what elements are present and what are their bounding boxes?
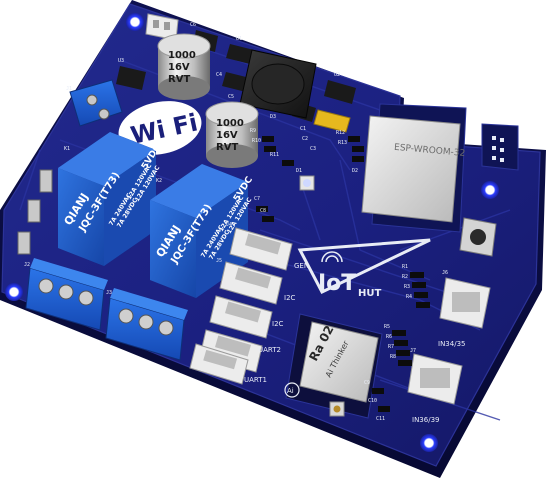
- connector-label: I2C: [272, 320, 284, 328]
- connector-label: UART1: [244, 376, 267, 384]
- reset-button: [459, 217, 497, 257]
- jst-connector: [219, 261, 283, 305]
- ref-label: J7: [410, 348, 416, 354]
- ref-label: R13: [338, 140, 347, 146]
- ref-label: R5: [384, 324, 390, 330]
- ref-label: J2: [24, 262, 30, 268]
- power-terminal-block: [69, 79, 123, 127]
- brand-logo-suffix: HUT: [358, 288, 381, 299]
- electrolytic-capacitor: 1000 16V RVT: [157, 33, 211, 100]
- ref-label: U3: [118, 58, 124, 64]
- ref-label: K1: [64, 146, 70, 152]
- ref-label: R10: [252, 138, 261, 144]
- cap-label-line2: 16V: [168, 62, 190, 73]
- ref-label: C1: [300, 126, 306, 132]
- ref-label: C2: [302, 136, 308, 142]
- ref-label: J6: [442, 270, 448, 276]
- tantalum-capacitor: [313, 109, 351, 133]
- ref-label: R6: [386, 334, 392, 340]
- status-led: [299, 175, 315, 191]
- mounting-hole: [126, 13, 144, 31]
- ref-label: U2: [334, 72, 340, 78]
- ref-label: D3: [270, 114, 276, 120]
- connector-label: GEN: [294, 262, 309, 270]
- ref-label: R12: [336, 130, 345, 136]
- ref-label: J3: [106, 290, 112, 296]
- ref-label: R11: [270, 152, 279, 158]
- ref-label: R8: [390, 354, 396, 360]
- mounting-hole: [481, 181, 499, 199]
- ref-label: C7: [254, 196, 260, 202]
- jst-connector: [229, 227, 293, 271]
- brand-logo-text: IoT: [318, 271, 356, 296]
- ref-label: C5: [228, 94, 234, 100]
- ref-label: K2: [156, 178, 162, 184]
- connector-label: I2C: [284, 294, 296, 302]
- mounting-hole: [5, 283, 23, 301]
- ref-label: C8: [260, 208, 266, 214]
- relay-terminal-block-2: [105, 288, 188, 361]
- ref-label: C9: [364, 380, 370, 386]
- ref-label: C6: [190, 22, 196, 28]
- ref-label: R2: [402, 274, 408, 280]
- cap-label-line2: 16V: [216, 130, 238, 141]
- relay-2: QIANJ JQC-3F(T73) 7A 240VAC 7A 28VDC 12A…: [150, 164, 255, 298]
- ref-label: D1: [296, 168, 302, 174]
- ref-label: U1: [236, 36, 242, 42]
- connector-label: IN36/39: [412, 416, 439, 424]
- ref-label: R3: [404, 284, 410, 290]
- ref-label: D2: [352, 168, 358, 174]
- relay-terminal-block-1: [25, 258, 108, 331]
- ref-label: R7: [388, 344, 394, 350]
- ref-label: R1: [402, 264, 408, 270]
- cap-label-line1: 1000: [216, 118, 244, 129]
- cap-label-line3: RVT: [216, 142, 238, 153]
- ref-label: R4: [406, 294, 412, 300]
- electrolytic-capacitor: 1000 16V RVT: [205, 101, 259, 168]
- ref-label: C4: [216, 72, 222, 78]
- jst-connector: [439, 277, 491, 329]
- cap-label-line3: RVT: [168, 74, 190, 85]
- silkscreen-refs: R1 R2 R3 R4 R5 R6 R7 R8 R9 R10 R11 R12 R…: [24, 22, 448, 422]
- edge-buttons: [17, 169, 53, 255]
- esp32-module: ESP-WROOM-32: [361, 103, 519, 233]
- jst-connector: [189, 343, 249, 385]
- connector-label: IN34/35: [438, 340, 465, 348]
- ref-label: C10: [368, 398, 377, 404]
- ref-label: C11: [376, 416, 385, 422]
- relay-1: QIANJ JQC-3F(T73) 7A 240VAC 7A 28VDC 12A…: [58, 132, 163, 266]
- jst-connector: [209, 295, 273, 339]
- connector-label: UART2: [258, 346, 281, 354]
- wifi-logo: Wi Fi: [118, 101, 202, 155]
- smd-resistors: [256, 136, 430, 412]
- ref-label: C3: [310, 146, 316, 152]
- mounting-hole: [420, 434, 438, 452]
- ref-label: J4: [226, 222, 232, 228]
- power-inductor: [239, 49, 317, 119]
- cap-label-line1: 1000: [168, 50, 196, 61]
- ref-label: R9: [250, 128, 256, 134]
- jst-connector: [407, 353, 463, 405]
- ra02-badge: Ai: [287, 387, 294, 395]
- ra02-module: Ra 02 Ai Thinker Ai: [284, 313, 383, 419]
- ref-label: J5: [216, 258, 222, 264]
- ref-label: J1: [66, 86, 72, 92]
- iot-hut-logo: IoT HUT: [297, 238, 431, 299]
